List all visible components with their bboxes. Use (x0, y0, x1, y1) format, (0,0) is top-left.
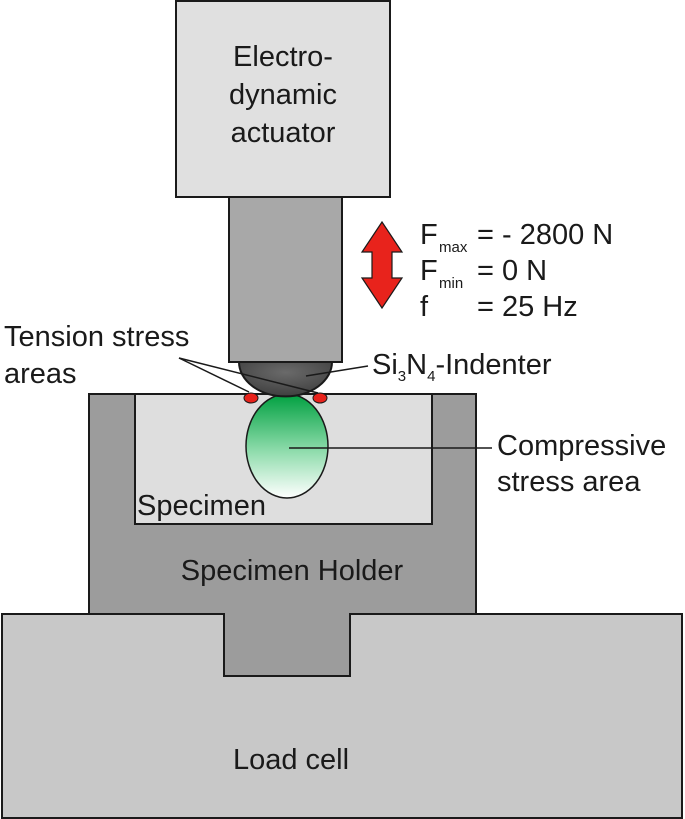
actuator-rod (228, 196, 343, 363)
fmin-subscript: min (439, 275, 463, 292)
actuator-label-line3: actuator (231, 117, 336, 149)
indenter-leader (305, 365, 369, 377)
tension-leader-right (178, 357, 319, 394)
fmin-label: F (420, 255, 438, 287)
indenter-si: Si (372, 349, 398, 381)
tension-area-left (243, 392, 259, 404)
tension-leader-left (178, 357, 250, 393)
frequency-value: = 25 Hz (477, 291, 578, 323)
indenter-n: N (406, 349, 427, 381)
actuator-label-line1: Electro- (233, 41, 333, 73)
compressive-stress-area (245, 393, 329, 499)
fmax-label: F (420, 219, 438, 251)
indenter-sub-3: 3 (398, 368, 406, 385)
specimen-label: Specimen (137, 490, 266, 522)
fmax-value: = - 2800 N (477, 219, 613, 251)
tension-label-line2: areas (4, 358, 77, 390)
indenter-label: Si3N4-Indenter (372, 349, 552, 385)
tension-area-right (312, 392, 328, 404)
double-vertical-arrow-icon (360, 220, 404, 310)
indenter-rest: -Indenter (435, 349, 551, 381)
indenter-sub-4: 4 (427, 368, 435, 385)
actuator-label-line2: dynamic (229, 79, 337, 111)
tension-label-line1: Tension stress (4, 321, 189, 353)
actuator-box (175, 0, 391, 198)
compressive-label-line2: stress area (497, 466, 641, 498)
indenter (237, 361, 334, 398)
compressive-label-line1: Compressive (497, 430, 666, 462)
specimen-holder-label: Specimen Holder (181, 555, 404, 587)
load-cell-label: Load cell (233, 744, 349, 776)
fmax-subscript: max (439, 239, 468, 256)
fmin-value: = 0 N (477, 255, 547, 287)
frequency-label: f (420, 291, 429, 323)
